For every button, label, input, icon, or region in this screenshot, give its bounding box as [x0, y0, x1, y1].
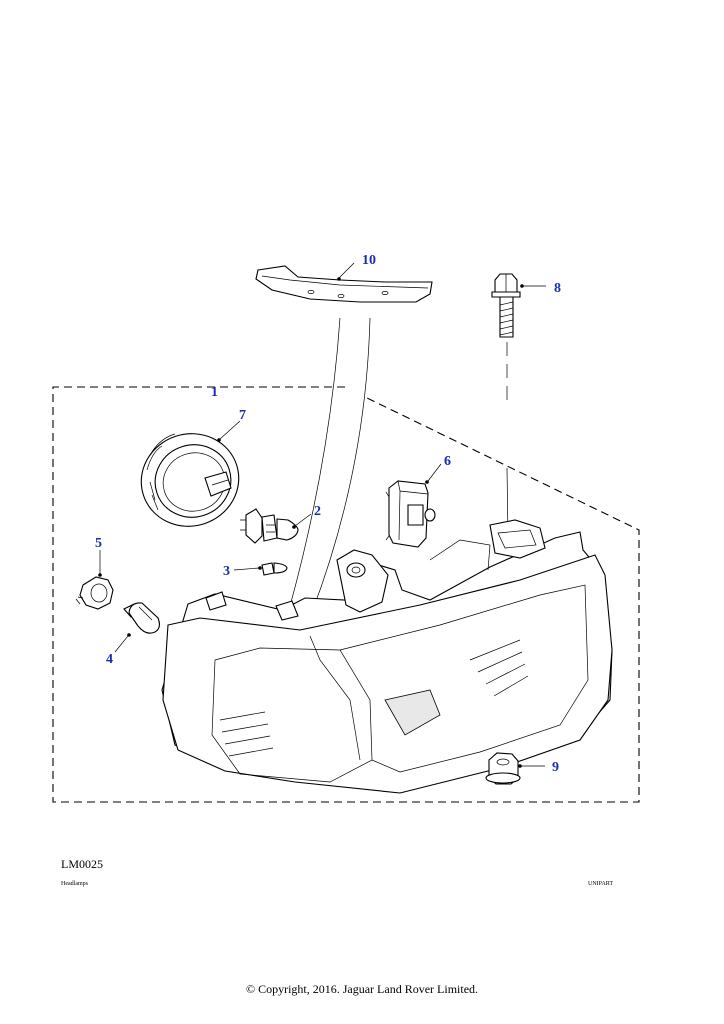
callout-5: 5: [95, 536, 102, 551]
copyright-notice: © Copyright, 2016. Jaguar Land Rover Lim…: [245, 982, 479, 996]
headlamp-assembly: [161, 519, 613, 794]
indicator-bulb-part: [123, 602, 161, 634]
callout-7: 7: [239, 408, 246, 423]
callout-1: 1: [211, 385, 218, 400]
callout-2: 2: [314, 504, 321, 519]
callout-3: 3: [223, 564, 230, 579]
bolt-part: [491, 273, 521, 338]
callout-9: 9: [552, 760, 559, 775]
callout-8: 8: [554, 281, 561, 296]
caption-right: UNIPART: [588, 881, 614, 887]
gasket-strip-part: [255, 265, 433, 303]
sidelamp-bulb-part: [261, 562, 288, 576]
assembly-boundary: [52, 386, 640, 803]
callout-4: 4: [106, 652, 113, 667]
lamp-ring-part: [140, 433, 240, 527]
levelling-motor-part: [385, 480, 436, 548]
bulb-socket-part: [75, 576, 114, 610]
diagram-code: LM0025: [61, 857, 103, 871]
caption-left: Headlamps: [61, 881, 88, 887]
flange-nut-part: [485, 752, 521, 785]
headlamp-bulb-part: [240, 508, 299, 544]
callout-10: 10: [362, 253, 376, 268]
leader-lines: [98, 262, 546, 768]
strip-guide-lines: [289, 317, 371, 613]
callout-6: 6: [444, 454, 451, 469]
